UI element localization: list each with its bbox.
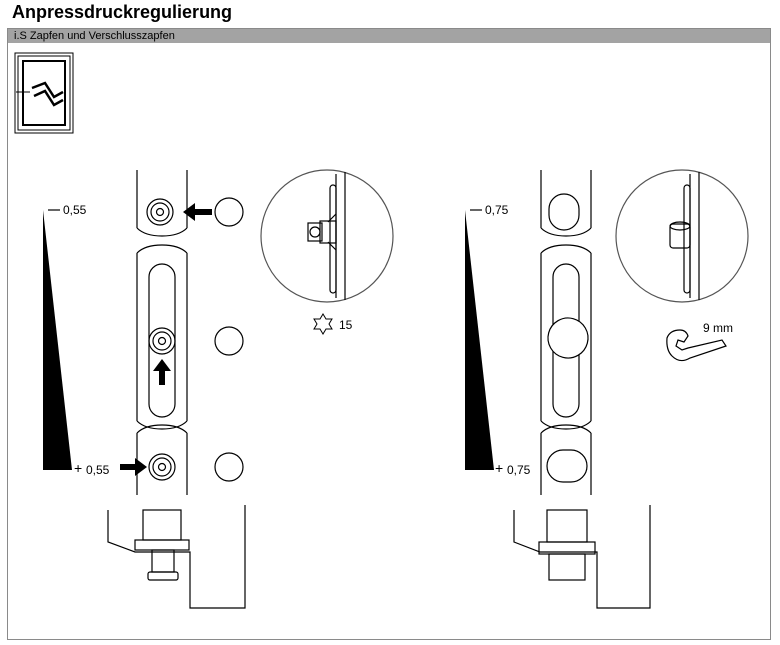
pin-right-bottom [546, 449, 588, 483]
screw-left-middle [148, 327, 176, 355]
pressure-wedge-left [43, 210, 72, 470]
zoom-circle-left [260, 169, 394, 303]
keeper-left-bottom [214, 452, 244, 482]
right-tool-label: 9 mm [703, 321, 733, 335]
keeper-left-middle [214, 326, 244, 356]
arrow-up-icon [153, 359, 171, 385]
left-plus-sign: + [74, 460, 83, 476]
right-plus-sign: + [495, 460, 504, 476]
pressure-wedge-right [465, 210, 494, 470]
pin-right-middle [547, 317, 589, 359]
content-frame: i.S Zapfen und Verschlusszapfen [7, 28, 771, 640]
right-bottom-value: 0,75 [507, 463, 531, 477]
left-bottom-value: 0,55 [86, 463, 110, 477]
screw-left-bottom [148, 453, 176, 481]
pin-right-top [548, 193, 580, 231]
keeper-left-top [214, 197, 244, 227]
bottom-profile-left [107, 505, 246, 609]
torx-star-icon [313, 313, 333, 335]
zoom-circle-right [615, 169, 749, 303]
left-tool-label: 15 [339, 318, 353, 332]
section-subtitle-bar: i.S Zapfen und Verschlusszapfen [8, 29, 770, 43]
bottom-profile-right [513, 505, 651, 609]
window-sash-symbol-icon [14, 52, 74, 134]
right-top-value: 0,75 [485, 203, 509, 217]
screw-left-top [146, 198, 174, 226]
arrow-right-icon [120, 458, 147, 476]
left-top-value: 0,55 [63, 203, 87, 217]
wrench-icon [666, 329, 727, 362]
page-title: Anpressdruckregulierung [12, 2, 233, 22]
arrow-left-icon [183, 203, 212, 221]
